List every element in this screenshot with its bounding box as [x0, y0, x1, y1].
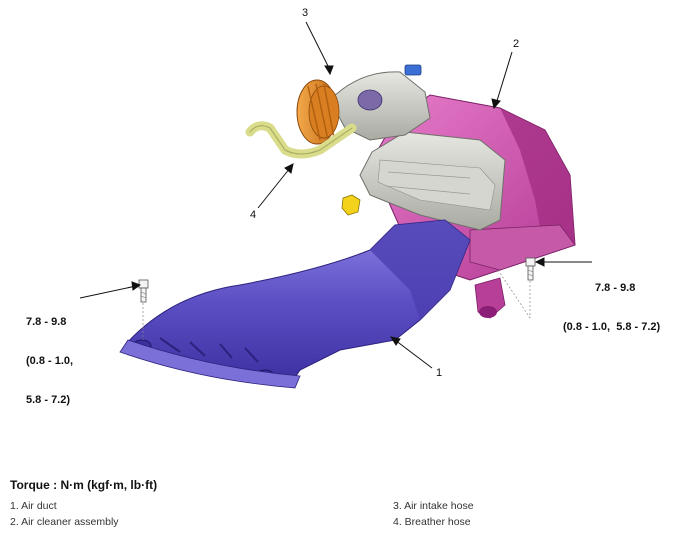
torque-left-line1: 7.8 - 9.8 [26, 316, 67, 328]
legend-item-4: 4. Breather hose [393, 516, 471, 528]
air-filter-cover [359, 131, 506, 231]
air-intake-hose [296, 64, 431, 145]
legend-item-3: 3. Air intake hose [393, 500, 474, 512]
leader-lines [79, 21, 592, 369]
torque-spec-right: 7.8 - 9.8 (0.8 - 1.0, 5.8 - 7.2) [563, 256, 660, 347]
hose-clip [341, 194, 361, 216]
legend-item-2: 2. Air cleaner assembly [10, 516, 119, 528]
callout-3: 3 [302, 7, 309, 19]
bolt-left-icon [138, 279, 149, 340]
torque-right-line1: 7.8 - 9.8 [595, 282, 636, 294]
component-illustration [79, 21, 592, 389]
callout-2: 2 [513, 38, 520, 50]
torque-spec-left: 7.8 - 9.8 (0.8 - 1.0, 5.8 - 7.2) [26, 290, 73, 420]
callout-1: 1 [436, 367, 443, 379]
torque-left-line3: 5.8 - 7.2) [26, 394, 71, 406]
callout-4: 4 [250, 209, 257, 221]
air-duct [119, 219, 471, 389]
torque-left-line2: (0.8 - 1.0, [26, 355, 74, 367]
torque-units-heading: Torque : N·m (kgf·m, lb·ft) [10, 478, 158, 492]
legend-item-1: 1. Air duct [10, 500, 57, 512]
torque-right-line2: (0.8 - 1.0, 5.8 - 7.2) [563, 321, 661, 333]
